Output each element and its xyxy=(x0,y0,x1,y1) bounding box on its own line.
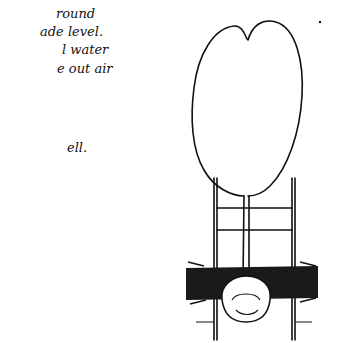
note-text: e out air xyxy=(57,61,113,76)
tree-canopy xyxy=(192,21,302,196)
note-text: ade level. xyxy=(40,24,103,39)
grade-mark xyxy=(196,321,312,322)
note-text: round xyxy=(56,6,95,21)
dot xyxy=(319,21,321,23)
stake xyxy=(292,178,295,340)
root-ball xyxy=(222,276,270,322)
note-text: ell. xyxy=(67,140,87,155)
note-text: l water xyxy=(62,42,108,57)
tree-tie xyxy=(217,208,292,230)
stake xyxy=(214,178,217,340)
